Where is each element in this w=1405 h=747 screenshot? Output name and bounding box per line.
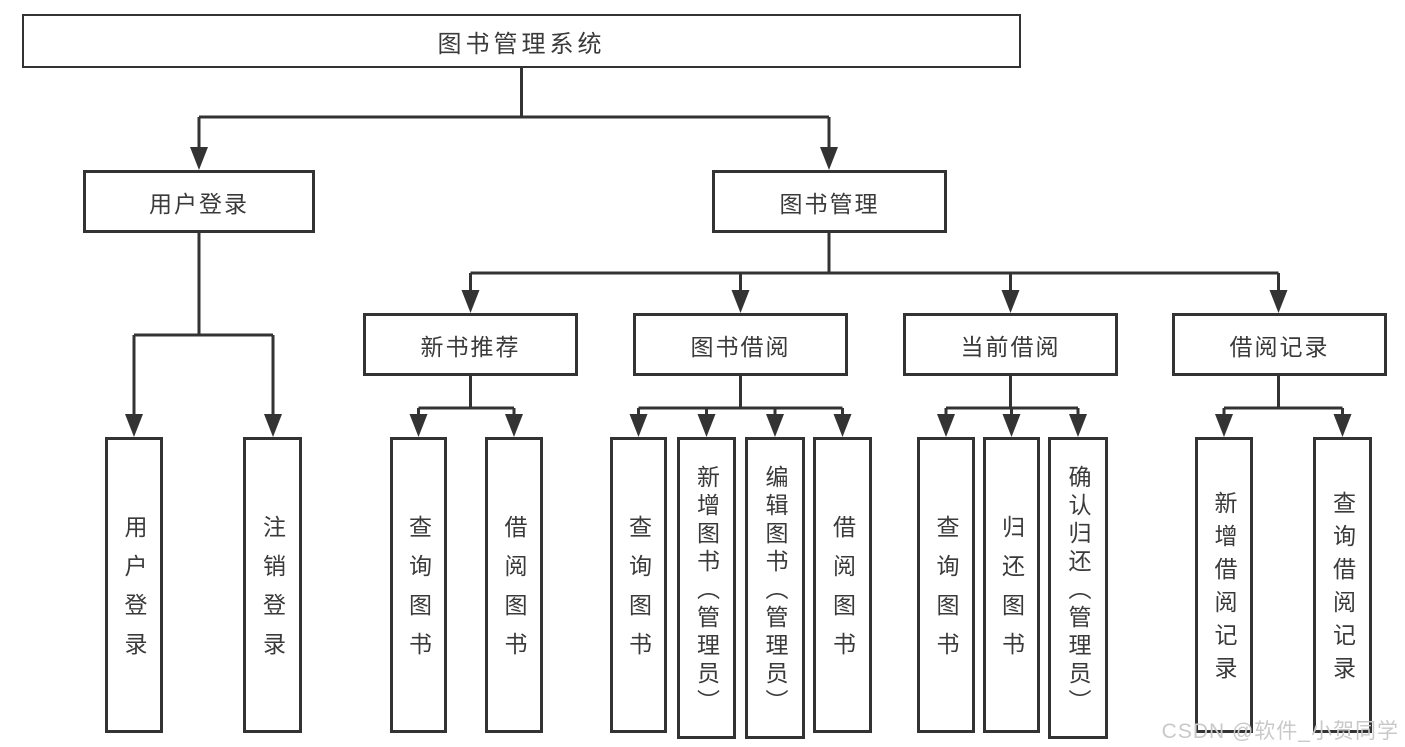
arrowhead-icon bbox=[1001, 290, 1020, 313]
node-current-borrowing: 当前借阅 bbox=[903, 313, 1118, 376]
node-label: 新书推荐 bbox=[420, 333, 521, 360]
arrowheads bbox=[125, 147, 1352, 437]
arrowhead-icon bbox=[1333, 414, 1352, 437]
col-borrowing-add-book-admin: 新增图书（管理员） bbox=[677, 437, 736, 739]
arrowhead-icon bbox=[731, 290, 750, 313]
arrowhead-icon bbox=[833, 414, 852, 437]
arrowhead-icon bbox=[766, 414, 784, 437]
arrowhead-icon bbox=[505, 414, 523, 437]
arrowhead-icon bbox=[629, 414, 648, 437]
arrowhead-icon bbox=[937, 414, 955, 437]
node-label: 借阅图书 bbox=[501, 515, 527, 671]
col-current-confirm-return-admin: 确认归还（管理员） bbox=[1048, 437, 1108, 739]
csdn-watermark: CSDN @软件_小贺同学 bbox=[1161, 720, 1399, 743]
connector-path bbox=[132, 68, 1344, 417]
node-label: 当前借阅 bbox=[960, 333, 1061, 360]
col-current-query-book: 查询图书 bbox=[917, 437, 975, 733]
node-label: 查询图书 bbox=[933, 515, 959, 671]
node-label: 归还图书 bbox=[998, 515, 1025, 671]
col-borrowing-query-book: 查询图书 bbox=[610, 437, 667, 733]
arrowhead-icon bbox=[1269, 290, 1288, 313]
arrowhead-icon bbox=[697, 414, 716, 437]
arrowhead-icon bbox=[190, 147, 208, 170]
node-book-borrowing: 图书借阅 bbox=[633, 313, 848, 376]
col-current-return-book: 归还图书 bbox=[983, 437, 1040, 733]
node-label: 查询图书 bbox=[405, 515, 432, 671]
arrowhead-icon bbox=[409, 414, 428, 437]
col-logout: 注销登录 bbox=[243, 437, 302, 733]
arrowhead-icon bbox=[125, 414, 143, 437]
col-user-login: 用户登录 bbox=[105, 437, 163, 733]
node-label: 图书管理系统 bbox=[437, 30, 606, 58]
col-records-add-record: 新增借阅记录 bbox=[1195, 437, 1253, 733]
node-label: 新增借阅记录 bbox=[1211, 491, 1237, 689]
col-borrowing-edit-book-admin: 编辑图书（管理员） bbox=[745, 437, 805, 739]
arrowhead-icon bbox=[461, 290, 480, 313]
node-borrow-records: 借阅记录 bbox=[1172, 313, 1387, 376]
node-label: 用户登录 bbox=[121, 515, 147, 671]
node-label: 用户登录 bbox=[149, 190, 249, 217]
node-label: 查询图书 bbox=[625, 515, 652, 671]
node-library-system: 图书管理系统 bbox=[22, 14, 1021, 68]
arrowhead-icon bbox=[1215, 414, 1233, 437]
node-label: 借阅记录 bbox=[1229, 333, 1330, 360]
node-label: 新增图书（管理员） bbox=[693, 464, 720, 717]
node-label: 编辑图书（管理员） bbox=[762, 464, 788, 717]
node-label: 确认归还（管理员） bbox=[1065, 464, 1091, 717]
arrowhead-icon bbox=[1002, 414, 1021, 437]
node-label: 查询借阅记录 bbox=[1329, 491, 1356, 689]
col-borrowing-borrow-book: 借阅图书 bbox=[813, 437, 872, 733]
node-label: 图书管理 bbox=[779, 190, 880, 217]
col-records-query-record: 查询借阅记录 bbox=[1313, 437, 1372, 733]
node-label: 注销登录 bbox=[259, 515, 286, 671]
arrowhead-icon bbox=[820, 147, 838, 170]
node-new-book-recommend: 新书推荐 bbox=[363, 313, 578, 376]
col-recommend-borrow-book: 借阅图书 bbox=[485, 437, 543, 733]
node-book-management: 图书管理 bbox=[712, 170, 947, 233]
node-label: 借阅图书 bbox=[829, 515, 856, 671]
node-user-login: 用户登录 bbox=[83, 170, 315, 233]
col-recommend-query-book: 查询图书 bbox=[390, 437, 447, 733]
node-label: 图书借阅 bbox=[690, 333, 791, 360]
arrowhead-icon bbox=[1069, 414, 1087, 437]
arrowhead-icon bbox=[264, 414, 282, 437]
